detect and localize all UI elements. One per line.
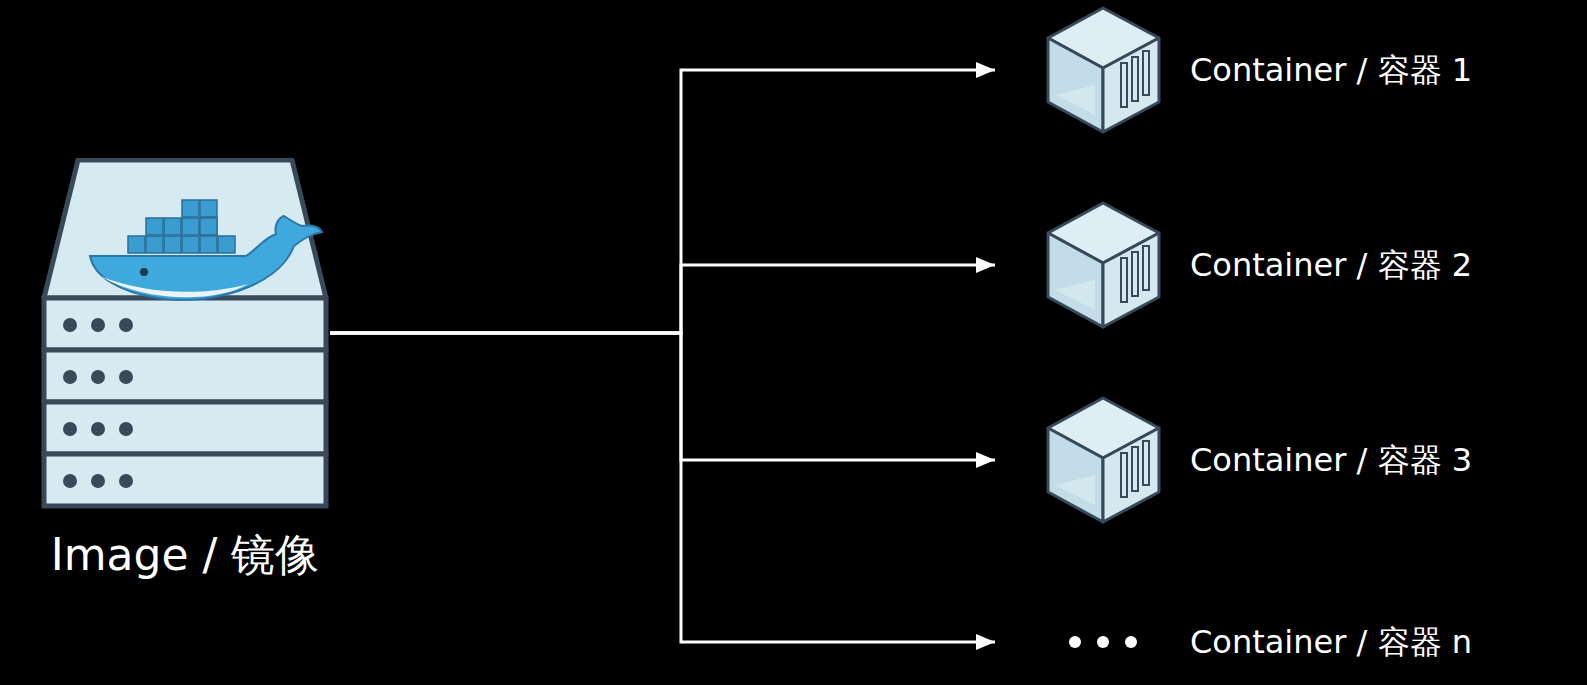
container-label: Container / 容器 1 [1190,52,1472,89]
container-node: Container / 容器 1 [995,5,1480,135]
fan-out-arrow [330,333,995,460]
image-label: Image / 镜像 [51,530,320,581]
image-node: Image / 镜像 [40,158,330,587]
container-node: Container / 容器 3 [995,395,1480,525]
container-label: Container / 容器 3 [1190,442,1472,479]
fan-out-arrow [330,265,995,333]
container-label: Container / 容器 2 [1190,247,1472,284]
container-node: Container / 容器 n [995,617,1480,667]
container-cube-icon [1045,5,1165,135]
image-stack-icon [40,158,340,518]
fan-out-arrow [330,70,995,333]
container-cube-icon [1045,395,1165,525]
container-label: Container / 容器 n [1190,624,1472,661]
container-cube-icon [1045,200,1165,330]
ellipsis-icon [1045,617,1165,667]
container-node: Container / 容器 2 [995,200,1480,330]
fan-out-arrow [330,333,995,642]
